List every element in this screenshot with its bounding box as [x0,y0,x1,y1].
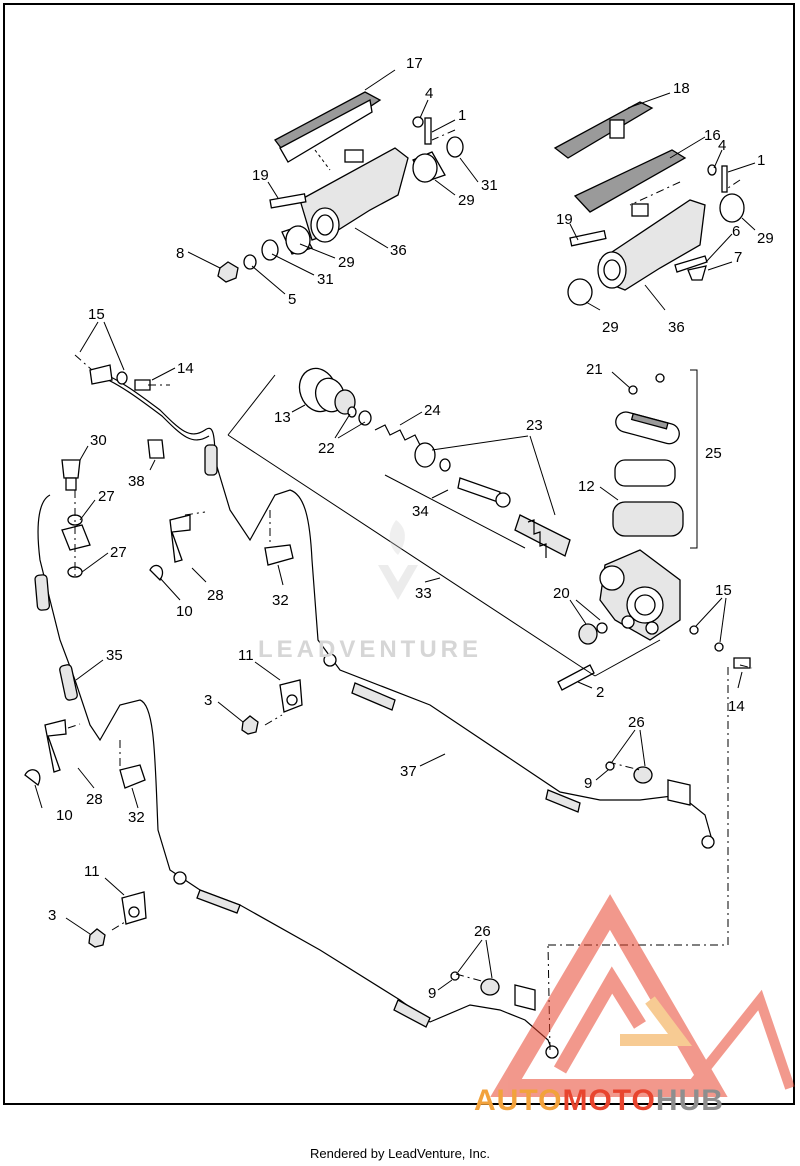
callout-label: 28 [207,587,224,604]
callout-label: 4 [718,137,726,154]
callout-label: 29 [338,254,355,271]
callout-label: 29 [602,319,619,336]
callout-label: 3 [204,692,212,709]
left-footboard-assembly [217,91,464,283]
diagram-frame [3,3,795,1105]
master-cylinder-assembly [298,367,751,691]
brand-part-auto: AUTO [474,1084,563,1117]
callout-label: 27 [98,488,115,505]
watermark-text: LEADVENTURE [258,636,483,663]
callout-label: 10 [56,807,73,824]
callout-label: 14 [177,360,194,377]
callout-label: 14 [728,698,745,715]
callout-label: 17 [406,55,423,72]
callout-label: 19 [556,211,573,228]
callout-label: 27 [110,544,127,561]
callout-label: 11 [84,863,100,880]
callout-label: 26 [628,714,645,731]
part-callouts: 17 4 1 31 29 19 36 8 5 31 29 18 16 4 1 1… [34,55,774,1002]
callout-label: 10 [176,603,193,620]
callout-label: 11 [238,647,254,664]
group-boundary-lines [227,374,661,677]
callout-label: 1 [757,152,765,169]
callout-label: 29 [458,192,475,209]
footpad-18 [553,101,654,159]
callout-label: 9 [584,775,592,792]
callout-label: 8 [176,245,184,262]
callout-label: 24 [424,402,441,419]
footpad-16 [573,149,687,213]
right-footboard-assembly [553,101,745,306]
callout-label: 12 [578,478,595,495]
callout-label: 35 [106,647,123,664]
brand-part-hub: HUB [655,1084,724,1117]
callout-label: 1 [458,107,466,124]
brand-part-moto: MOTO [562,1084,656,1117]
callout-label: 7 [734,249,742,266]
leadventure-watermark-logo [378,520,418,600]
callout-label: 28 [86,791,103,808]
callout-label: 26 [474,923,491,940]
callout-label: 23 [526,417,543,434]
callout-label: 6 [732,223,740,240]
callout-label: 13 [274,409,291,426]
callout-label: 22 [318,440,335,457]
callout-label: 15 [88,306,105,323]
callout-label: 36 [668,319,685,336]
callout-label: 38 [128,473,145,490]
callout-label: 16 [704,127,721,144]
callout-label: 21 [586,361,603,378]
callout-label: 32 [128,809,145,826]
callout-label: 15 [715,582,732,599]
callout-label: 4 [425,85,433,102]
callout-label: 36 [390,242,407,259]
callout-label: 2 [596,684,604,701]
brake-lines [24,364,715,1059]
automotohub-wordmark: AUTOMOTOHUB [474,1086,724,1116]
callout-label: 33 [415,585,432,602]
callout-label: 37 [400,763,417,780]
callout-label: 3 [48,907,56,924]
callout-label: 31 [481,177,498,194]
callout-label: 18 [673,80,690,97]
callout-label: 34 [412,503,429,520]
brake-system-exploded-diagram: 17 4 1 31 29 19 36 8 5 31 29 18 16 4 1 1… [24,55,795,1097]
callout-label: 31 [317,271,334,288]
callout-label: 32 [272,592,289,609]
footer-credit: Rendered by LeadVenture, Inc. [310,1146,490,1161]
callout-label: 29 [757,230,774,247]
callout-label: 9 [428,985,436,1002]
callout-label: 25 [705,445,722,462]
callout-label: 30 [90,432,107,449]
callout-label: 19 [252,167,269,184]
callout-label: 20 [553,585,570,602]
automotohub-logo [490,894,795,1097]
callout-label: 5 [288,291,296,308]
